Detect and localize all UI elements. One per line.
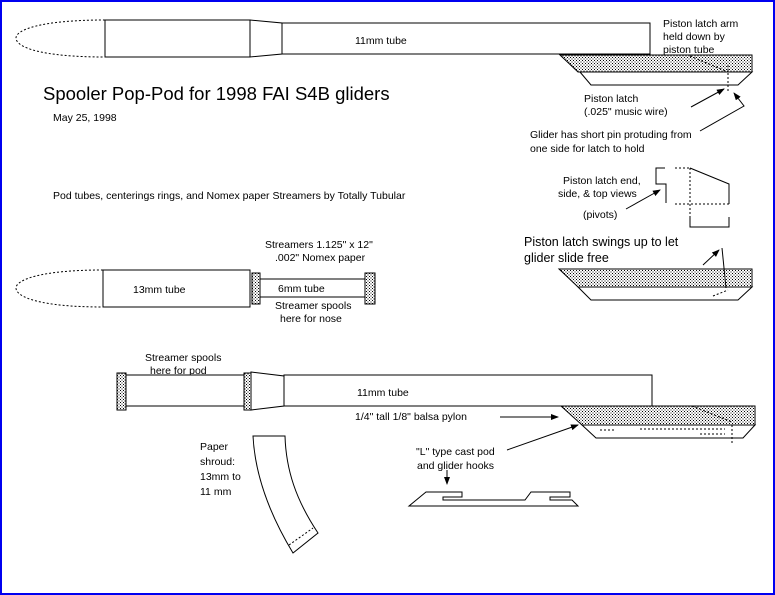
swing-note: glider slide free [524, 251, 609, 265]
latch-note: (.025" music wire) [584, 106, 668, 118]
hook-note: "L" type cast pod [416, 446, 495, 458]
spool-note: Streamer spools [275, 300, 351, 312]
spool-note: here for pod [150, 365, 207, 377]
tube-13mm [102, 269, 251, 308]
side-view [689, 167, 730, 204]
latch-note: Piston latch [584, 93, 638, 105]
tube-label: 11mm tube [355, 35, 407, 47]
streamer-note: Streamers 1.125" x 12" [265, 239, 373, 251]
pivots-label: (pivots) [583, 209, 617, 221]
tube-11mm [281, 22, 651, 55]
paper-shroud-installed [250, 371, 285, 411]
page-title: Spooler Pop-Pod for 1998 FAI S4B gliders [43, 83, 390, 104]
arrow [699, 92, 745, 132]
piston-latch [578, 71, 754, 86]
shroud-note: 13mm to [200, 471, 241, 483]
pod-pylon [559, 405, 756, 426]
pin-note: Glider has short pin protuding from [530, 129, 692, 141]
credit: Pod tubes, centerings rings, and Nomex p… [53, 190, 406, 202]
arm-note: Piston latch arm [663, 18, 739, 30]
tube-11mm [283, 374, 653, 407]
shroud-note: 11 mm [200, 486, 232, 498]
piston-latch [576, 286, 754, 301]
tube-label: 13mm tube [133, 284, 186, 296]
spool-note: here for nose [280, 313, 342, 325]
piston-latch [580, 424, 757, 439]
nose-cone [15, 269, 104, 308]
nose-cone [15, 19, 106, 58]
tube-label: 11mm tube [357, 387, 409, 399]
tube-label: 6mm tube [278, 283, 325, 295]
spool-tube [125, 374, 245, 407]
arm-note: held down by [663, 31, 726, 43]
nose-assembly: 13mm tube 6mm tube Streamers 1.125" x 12… [15, 239, 376, 325]
end-view [655, 167, 667, 203]
pylon-note: 1/4" tall 1/8" balsa pylon [355, 411, 467, 423]
arm-note: piston tube [663, 44, 715, 56]
l-hook [407, 491, 580, 507]
pod-pylon [558, 54, 753, 73]
latch-views: Piston latch end, side, & top views (piv… [524, 167, 754, 301]
swing-note: Piston latch swings up to let [524, 235, 679, 249]
pod-pylon [557, 268, 753, 288]
top-rocket: 11mm tube Piston latch arm held down by … [15, 18, 754, 155]
centering-ring [364, 272, 376, 305]
shroud-note: Paper [200, 441, 229, 453]
body-tube [104, 19, 251, 58]
centering-ring [116, 372, 127, 411]
transition [249, 19, 283, 58]
hook-note: and glider hooks [417, 460, 494, 472]
paper-shroud [252, 435, 319, 554]
pin-note: one side for latch to hold [530, 143, 645, 155]
top-view [689, 217, 730, 228]
views-note: side, & top views [558, 188, 637, 200]
centering-ring [251, 272, 261, 305]
shroud-note: shroud: [200, 456, 235, 468]
views-note: Piston latch end, [563, 175, 641, 187]
spool-note: Streamer spools [145, 352, 221, 364]
arrow [690, 88, 725, 108]
pod-assembly: Streamer spools here for pod 11mm tube 1… [116, 352, 757, 554]
streamer-note: .002" Nomex paper [275, 252, 366, 264]
date: May 25, 1998 [53, 112, 117, 124]
centering-ring [243, 372, 252, 411]
